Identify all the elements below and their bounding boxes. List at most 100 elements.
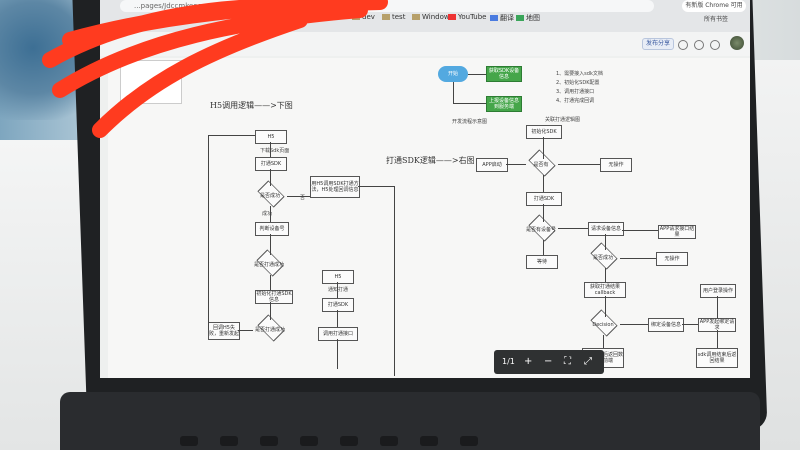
chrome-update-pill[interactable]: 有新版 Chrome 可用 [682,0,746,12]
keyboard-key [260,436,278,446]
bookmark-label: 翻译 [500,14,514,22]
edge [270,142,271,157]
node-report-device: 上报设备信息到服务端 [486,96,522,112]
zoom-out-button[interactable]: − [544,356,553,367]
map-icon [516,15,524,21]
label-no: 否 [300,195,306,201]
keyboard-key [380,436,398,446]
node-call-api: 调用打通接口 [318,327,358,341]
location-icon[interactable] [678,40,688,50]
bookmark-label: YouTube [458,13,487,21]
zoom-in-button[interactable]: + [524,356,533,367]
edge [337,282,338,298]
folder-icon [412,14,420,20]
laptop-screen: ...pages/Jdccmkeoosvmzu6rJ2JJJ/Fe3trm32e… [100,0,750,378]
bookmark-label: 地图 [526,14,540,22]
node-app-request: APP请求接口结果 [658,225,696,239]
edge [717,296,718,318]
translate-icon [490,15,498,21]
label-step1: 下载Sdk页面 [260,148,290,154]
label-right-title: 关联打通逻辑图 [545,117,581,123]
edge [337,339,338,369]
node-sdk-end: sdk调用结束后返回结果 [696,348,738,368]
edge [717,330,718,348]
node-fail-retry: 回调H5失败，重新发起 [208,322,240,340]
keyboard-key [420,436,438,446]
edge [208,135,209,330]
keyboard-key [180,436,198,446]
edge [543,175,544,192]
edge [208,135,255,136]
node-h5-second: H5 [322,270,354,284]
edge [468,74,486,75]
edge [603,335,604,348]
edge [270,169,271,186]
node-bind-info: 绑定设备信息 [648,318,684,332]
bookmark-youtube[interactable]: YouTube [448,13,486,21]
edge [605,268,606,282]
bookmark-label: dev [362,13,375,21]
node-h5: H5 [255,130,287,144]
note-item: 2、初始化SDK配置 [556,80,600,86]
label-notify: 通知打通 [328,287,349,293]
decision-final: Decision [586,315,620,335]
edge [543,204,544,222]
node-init-sdk: 初始化打通SDK信息 [255,290,293,304]
node-request-device: 请求设备信息 [588,222,624,236]
edge [622,230,658,231]
label-yes: 成功 [262,211,273,217]
decision-has: 是否有 [524,155,558,175]
edge [558,228,588,229]
keyboard-key [300,436,318,446]
node-device-id: 判断设备号 [255,222,289,236]
bookmark-window[interactable]: Window [412,13,450,21]
fit-screen-button[interactable]: ⛶ [564,356,571,367]
red-redaction-scribble [42,0,388,138]
bookmark-test[interactable]: test [382,13,405,21]
edge [620,324,648,325]
node-open-sdk-2: 打通SDK [322,298,354,312]
edge [358,186,394,187]
youtube-icon [448,14,456,20]
fullscreen-button[interactable]: ⤢ [584,356,592,367]
all-bookmarks[interactable]: 所有书签 [704,16,729,23]
edge [558,164,600,165]
keyboard-key [220,436,238,446]
note-item: 1、需要接入sdk文档 [556,71,603,77]
laptop-keyboard-deck [60,392,760,450]
notes-list: 1、需要接入sdk文档 2、初始化SDK配置 3、调用打通接口 4、打通完成回调 [556,70,603,106]
share-button[interactable]: 发布分享 [642,38,674,50]
node-no-action: 无操作 [600,158,632,172]
bookmark-map[interactable]: 地图 [516,13,540,23]
edge [620,258,656,259]
bookmark-translate[interactable]: 翻译 [490,13,514,23]
node-get-device-info: 获取SDK设备信息 [486,66,522,82]
edge [270,206,271,222]
page-indicator: 1/1 [502,357,515,366]
edit-icon[interactable] [710,40,720,50]
node-app-start: APP启动 [476,158,508,172]
decision-success-1: 是否成功 [253,186,287,206]
edge [605,296,606,317]
node-h5-callback: 用H5调用SDK打通方法，H5处理回调信息 [310,176,360,198]
node-open-sdk: 打通SDK [255,157,287,171]
note-item: 3、调用打通接口 [556,89,595,95]
edge [453,82,454,104]
edge [682,324,698,325]
avatar[interactable] [730,36,744,50]
edge [270,234,271,255]
edge [287,196,310,197]
edge [270,275,271,290]
edge [605,234,606,250]
node-wait: 等待 [526,255,558,269]
node-start: 开始 [438,66,468,82]
decision-success-2: 是否打通成功 [252,255,286,275]
heading-sdk-logic: 打通SDK逻辑——>右图 [386,156,475,165]
bell-icon[interactable] [694,40,704,50]
note-item: 4、打通完成回调 [556,98,595,104]
edge [543,240,544,255]
decision-success-right: 是否成功 [586,248,620,268]
node-open-sdk-right: 打通SDK [526,192,562,206]
edge [506,164,526,165]
bookmark-label: test [392,13,406,21]
